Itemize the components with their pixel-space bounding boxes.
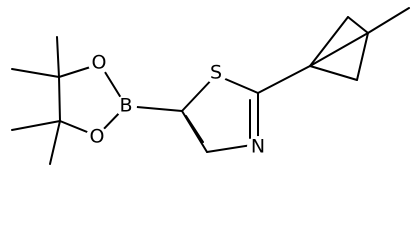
bond-cq2-me-lower [49, 120, 61, 165]
bond-layer [11, 7, 410, 165]
bond-bridgehead1-ch2-bottom [309, 65, 358, 81]
nitrogen-label: N [251, 136, 265, 158]
oxygen-upper-label-bg [88, 52, 110, 74]
bond-ch2-bottom-bridgehead2 [356, 32, 369, 81]
atom-label-layer: O O B S N [86, 52, 269, 158]
molecule-diagram: O O B S N [11, 7, 410, 165]
bond-cq1-me-upper [56, 36, 60, 78]
molecule-svg: O O B S N [11, 7, 410, 165]
bond-bridgehead2-methyl [367, 7, 410, 34]
bond-ch2-top-bridgehead2 [347, 16, 369, 34]
oxygen-upper-label: O [92, 52, 107, 74]
bond-c4-c5-inner [185, 115, 204, 143]
bond-cq1-me-left [11, 68, 60, 78]
nitrogen-label-bg [247, 136, 269, 158]
sulfur-label: S [210, 62, 222, 84]
boron-label: B [119, 95, 132, 117]
bond-cq2-me-left [11, 120, 61, 131]
oxygen-lower-label-bg [86, 126, 108, 148]
bond-bridgehead1-ch2-top [309, 16, 349, 67]
bond-c2-bridgehead [257, 65, 311, 94]
boron-label-bg [115, 95, 137, 117]
bond-cq1-cq2 [58, 76, 61, 122]
bond-bridgehead1-ch2-back [309, 32, 369, 67]
oxygen-lower-label: O [90, 126, 105, 148]
sulfur-label-bg [205, 62, 227, 84]
